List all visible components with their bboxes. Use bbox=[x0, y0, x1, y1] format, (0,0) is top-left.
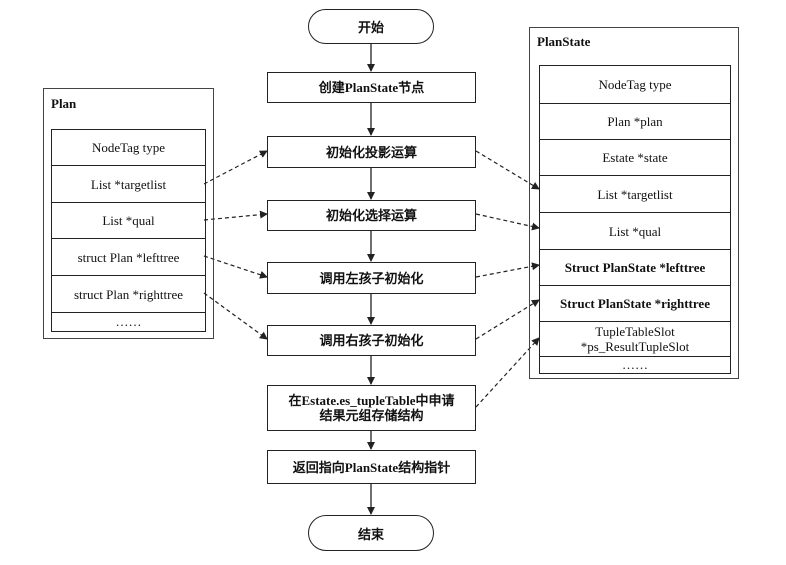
planstate-struct-title: PlanState bbox=[537, 34, 591, 49]
plan-field-targetlist: List *targetlist bbox=[52, 166, 205, 203]
planstate-field-state: Estate *state bbox=[540, 140, 730, 176]
dashed-arrow-resultslot-out bbox=[475, 337, 540, 408]
plan-field-ellipsis: …… bbox=[115, 314, 142, 329]
planstate-field-targetlist: List *targetlist bbox=[540, 176, 730, 213]
dashed-arrow-qual-in bbox=[203, 210, 268, 221]
plan-field-type: NodeTag type bbox=[52, 130, 205, 166]
planstate-field-righttree: Struct PlanState *righttree bbox=[540, 286, 730, 322]
flow-start: 开始 bbox=[308, 9, 434, 44]
flow-step-create-planstate: 创建PlanState节点 bbox=[267, 72, 476, 103]
dashed-arrow-lefttree-out bbox=[475, 262, 540, 278]
dashed-arrow-righttree-out bbox=[475, 299, 540, 340]
planstate-field-lefttree: Struct PlanState *lefttree bbox=[540, 250, 730, 286]
plan-field-righttree: struct Plan *righttree bbox=[52, 276, 205, 313]
flow-step-init-right-child: 调用右孩子初始化 bbox=[267, 325, 476, 356]
dashed-arrow-targetlist-in bbox=[203, 150, 268, 185]
plan-fields-box: NodeTag type List *targetlist List *qual… bbox=[51, 129, 206, 332]
plan-field-qual: List *qual bbox=[52, 203, 205, 239]
dashed-arrow-qual-out bbox=[475, 213, 540, 231]
flow-step-alloc-result-tuple: 在Estate.es_tupleTable中申请 结果元组存储结构 bbox=[267, 385, 476, 431]
planstate-field-ellipsis: …… bbox=[622, 357, 648, 372]
dashed-arrow-targetlist-out bbox=[475, 150, 540, 190]
planstate-fields-box: NodeTag type Plan *plan Estate *state Li… bbox=[539, 65, 731, 374]
flow-step-init-left-child: 调用左孩子初始化 bbox=[267, 262, 476, 294]
plan-struct-title: Plan bbox=[51, 96, 77, 111]
planstate-field-result-slot-text: TupleTableSlot *ps_ResultTupleSlot bbox=[580, 324, 690, 354]
plan-struct-group: Plan NodeTag type List *targetlist List … bbox=[43, 88, 214, 339]
planstate-field-result-slot: TupleTableSlot *ps_ResultTupleSlot bbox=[540, 322, 730, 357]
planstate-field-plan: Plan *plan bbox=[540, 104, 730, 140]
flow-step-init-projection: 初始化投影运算 bbox=[267, 136, 476, 168]
planstate-field-type: NodeTag type bbox=[540, 66, 730, 104]
plan-field-lefttree: struct Plan *lefttree bbox=[52, 239, 205, 276]
planstate-struct-group: PlanState NodeTag type Plan *plan Estate… bbox=[529, 27, 739, 379]
flow-step-return-pointer: 返回指向PlanState结构指针 bbox=[267, 450, 476, 484]
planstate-field-qual: List *qual bbox=[540, 213, 730, 250]
flow-end: 结束 bbox=[308, 515, 434, 551]
flow-step-init-selection: 初始化选择运算 bbox=[267, 200, 476, 231]
dashed-arrow-righttree-in bbox=[203, 292, 268, 340]
